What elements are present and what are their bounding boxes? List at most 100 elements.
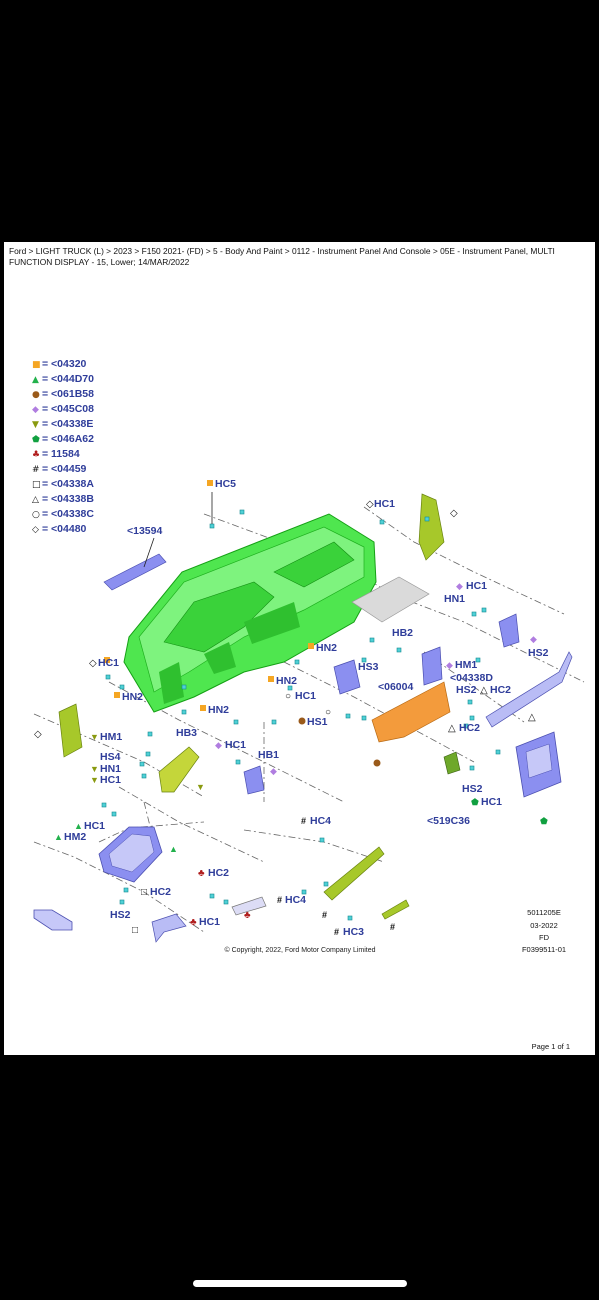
legend-symbol: ◆ [32,405,39,415]
knee-panel-strip [323,846,385,901]
clip-fastener [323,881,329,887]
clip-fastener [123,887,129,893]
bracket-hc1-mid [243,765,265,795]
svg-text:⬟: ⬟ [540,816,548,826]
drawing-date: 03-2022 [530,921,558,930]
clip-fastener [223,899,229,905]
callout-06004: <06004 [378,681,413,693]
svg-text:♣: ♣ [198,868,205,879]
legend-symbol: △ [32,495,39,505]
callout-hc2-mid: HC2 [459,722,480,734]
clips [101,509,501,921]
legend-label: = <045C08 [42,403,94,415]
svg-text:#: # [322,910,327,920]
callout-hs1: HS1 [307,716,328,728]
clip-fastener [235,759,241,765]
bracket-hc2-bottom [151,913,187,943]
bracket-hs4 [158,746,200,793]
clip-fastener [469,715,475,721]
copyright-notice: © Copyright, 2022, Ford Motor Company Li… [224,946,375,954]
callout-hc1-right: HC1 [466,580,487,592]
clip-fastener [301,889,307,895]
svg-text:○: ○ [285,691,291,702]
clip-fastener [105,674,111,680]
clip-fastener [233,719,239,725]
legend-label: = 11584 [42,448,80,460]
svg-text:▲: ▲ [54,832,63,842]
bracket-hs3 [333,659,361,695]
clip-fastener [209,893,215,899]
page-number: Page 1 of 1 [532,1042,570,1051]
callout-hm2: HM2 [64,831,86,843]
clip-fastener [467,699,473,705]
clip-fastener [294,659,300,665]
part-519c36 [443,751,461,775]
clip-fastener [141,773,147,779]
legend-symbol: ● [32,390,40,400]
callouts: HC5 <13594 ◇ HC1 ◇ ◆ HC1 HN1 HB2 HN2 ◆ H… [34,478,549,938]
clip-fastener [495,749,501,755]
svg-text:⬟: ⬟ [471,797,479,807]
callout-hc4-top: HC4 [310,815,331,827]
callout-13594: <13594 [127,525,162,537]
svg-text:#: # [390,922,395,932]
clip-fastener [139,761,145,767]
callout-hn2-mid: HN2 [316,642,337,654]
callout-hc1-bl: HC1 [84,820,105,832]
clip-fastener [475,657,481,663]
clip-fastener [271,719,277,725]
clip-fastener [287,685,293,691]
orange-glovebox-part [371,681,451,743]
callout-hn2-center: HN2 [276,675,297,687]
callout-hn1-left: HN1 [100,763,121,775]
legend-symbol: ○ [32,510,40,520]
legend-symbol: ▼ [32,420,39,430]
svg-text:▲: ▲ [74,821,83,831]
clip-fastener [181,684,187,690]
lower-strip [381,899,410,920]
callout-hc2-right: HC2 [490,684,511,696]
callout-hm1-left: HM1 [100,731,122,743]
callout-hb3: HB3 [176,727,197,739]
callout-hb2: HB2 [392,627,413,639]
callout-hc4-bottom: HC4 [285,894,306,906]
callout-hc1-left2: HC1 [100,774,121,786]
callout-hc1-low: HC1 [481,796,502,808]
svg-text:#: # [334,927,339,937]
legend-symbol: ▲ [32,375,39,385]
bracket-hc2-b2 [231,896,267,916]
svg-text:○: ○ [325,707,331,718]
legend-label: = <04320 [42,358,87,370]
drawing-id: F0399511-01 [522,945,566,954]
clip-fastener [471,611,477,617]
document-page: Ford > LIGHT TRUCK (L) > 2023 > F150 202… [4,242,595,1055]
svg-text:◆: ◆ [530,634,537,644]
legend-symbol: ♣ [32,450,40,460]
svg-text:△: △ [448,723,456,734]
legend-label: = <044D70 [42,373,94,385]
callout-hc1-center: HC1 [295,690,316,702]
callout-hs2-mid: HS2 [456,684,477,696]
legend-symbol: □ [32,480,41,490]
side-panel-left [58,703,83,758]
callout-hs2-low: HS2 [462,783,483,795]
svg-text:◆: ◆ [270,766,277,776]
clip-fastener [101,802,107,808]
clip-fastener [239,509,245,515]
svg-text:◆: ◆ [456,581,463,591]
legend-label: = <04459 [42,463,87,475]
callout-hc1-bottom: HC1 [199,916,220,928]
bracket-06004 [421,646,443,686]
svg-text:♣: ♣ [190,917,197,928]
bracket-13594 [103,553,167,591]
callout-hc1-left: HC1 [98,657,119,669]
callout-hs2-bottom: HS2 [110,909,131,921]
legend-label: = <04338B [42,493,94,505]
clip-fastener [361,657,367,663]
legend-symbol: ◇ [32,525,39,535]
svg-text:◇: ◇ [34,729,42,740]
legend-label: = <046A62 [42,433,94,445]
svg-text:▼: ▼ [196,782,205,792]
callout-hc2-bottom: HC2 [150,886,171,898]
clip-fastener [147,731,153,737]
